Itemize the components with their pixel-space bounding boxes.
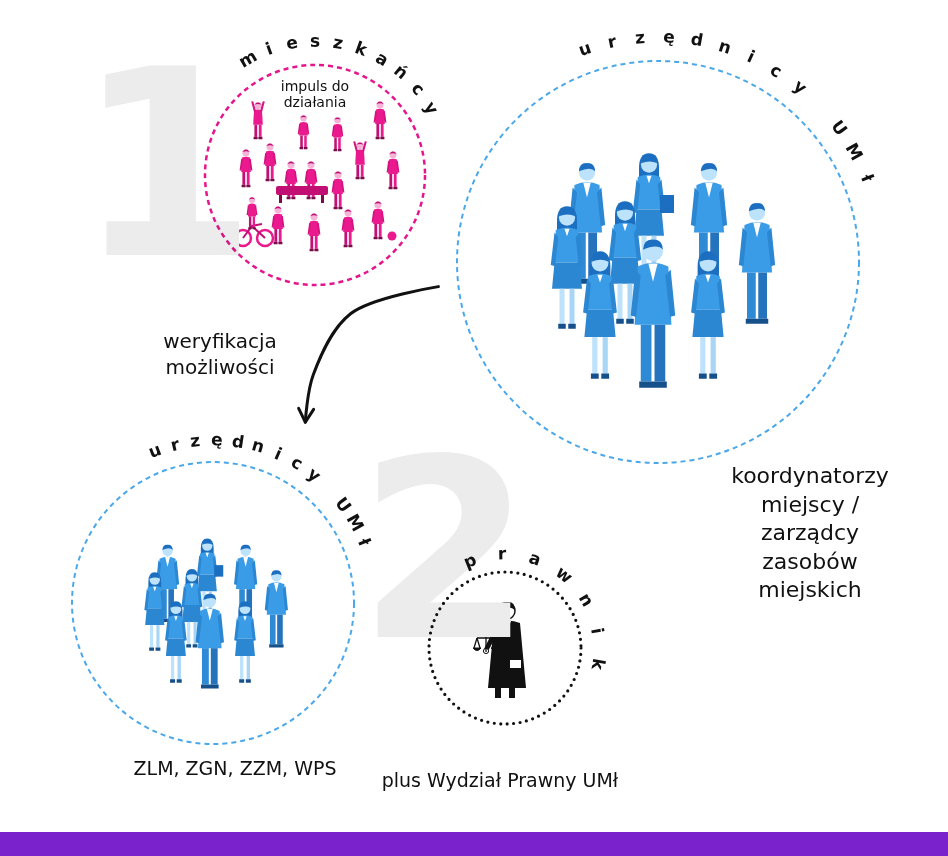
person [332,171,345,209]
heading-letter: a [373,49,391,69]
heading-letter: z [190,432,202,450]
officials-crowd-small [144,538,288,688]
heading-letter: i [745,48,757,66]
person [372,201,385,239]
circle-node: urzędnicy UMłkoordynatorzy miejscy / zar… [455,59,861,465]
footer-bar [0,832,948,856]
residents-crowd [235,101,399,251]
heading-letter: c [408,80,428,99]
bench-legs [279,195,324,203]
official [583,251,617,378]
circle-note: impuls do działania [265,78,365,110]
edge-label: weryfikacja możliwości [145,328,295,380]
officials-crowd [551,153,775,387]
heading-letter: y [304,465,323,485]
heading-letter: n [716,37,733,57]
heading-letter: i [272,445,284,463]
heading-letter: e [285,34,299,53]
heading-letter: u [146,441,163,461]
callout-number: 1 [76,35,257,295]
bench [276,186,328,195]
official [739,203,775,324]
heading-letter: c [768,61,786,81]
person [342,209,355,247]
person [387,151,400,189]
heading-letter: k [588,657,607,671]
person [353,141,367,179]
heading-letter: y [421,99,441,117]
person [374,101,387,139]
circle-caption: koordynatorzy miejscy / zarządcy zasobów… [715,462,905,605]
heading-letter: n [250,437,266,457]
circle-outline [455,59,861,465]
heading-letter: z [635,29,646,47]
official [631,240,675,388]
legs [495,688,515,698]
heading-letter [322,481,338,497]
heading-letter: r [606,33,618,51]
dashed-circle [457,61,859,463]
heading-letter: d [230,433,245,452]
heading-letter: U [828,118,850,139]
person [308,213,321,251]
heading-letter: d [690,31,705,50]
heading-letter: n [575,591,596,610]
heading-letter: i [589,627,607,636]
heading-letter [812,98,828,114]
heading-letter: ę [211,431,223,448]
circle-node: urzędnicy UMłZLM, ZGN, ZZM, WPS [70,460,356,746]
person [264,143,277,181]
heading-letter: k [353,39,369,59]
heading-letter: ł [858,172,876,184]
heading-letter: u [576,39,593,59]
official [551,206,584,329]
person [298,115,310,149]
curved-arrow [305,287,438,423]
circle-outline [70,460,356,746]
circle-caption: ZLM, ZGN, ZZM, WPS [110,757,360,781]
heading-letter: r [169,435,181,453]
heading-letter: U [333,495,355,516]
heading-letter: w [553,563,576,586]
official [691,251,725,378]
heading-letter: c [288,453,305,473]
heading-letter: s [310,33,320,50]
heading-letter: y [790,77,809,97]
circle-caption: plus Wydział Prawny UMł [370,769,630,793]
heading-letter: i [264,40,275,58]
person [332,117,344,151]
heading-letter: z [332,34,345,52]
dashed-circle [72,462,354,744]
heading-letter: ń [391,62,411,83]
heading-letter: ę [663,28,675,46]
callout-number: 2 [358,426,532,676]
ball [388,232,397,241]
circle-heading: urzędnicy UMł [32,422,394,784]
heading-letter: M [843,141,866,164]
folder [660,195,674,213]
